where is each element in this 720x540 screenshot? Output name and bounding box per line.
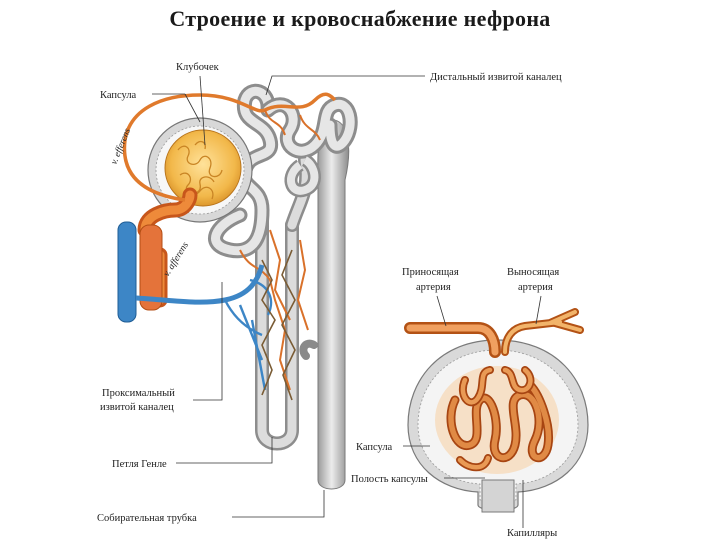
glomerulus: [165, 130, 241, 206]
label-capsule-right: Капсула: [356, 442, 393, 453]
label-proximal-line2: извитой каналец: [100, 402, 174, 413]
label-loop-henle: Петля Генле: [112, 459, 167, 470]
label-capsule-left: Капсула: [100, 90, 137, 101]
afferent-efferent-arteries: [410, 312, 580, 352]
tubule-outflow: [482, 480, 514, 512]
label-efferent-line1: Выносящая: [507, 267, 559, 278]
label-capillaries: Капилляры: [507, 528, 557, 539]
label-v-efferens: v. efferens: [109, 127, 134, 167]
label-distal-tubule: Дистальный извитой каналец: [430, 72, 562, 83]
label-proximal-line1: Проксимальный: [102, 388, 175, 399]
glomerulus-detail: Приносящая артерия Выносящая артерия Кап…: [351, 267, 588, 539]
label-glomerulus: Клубочек: [176, 62, 220, 73]
label-afferent-line2: артерия: [416, 282, 451, 293]
capillary-tuft: [435, 366, 559, 474]
label-afferent-line1: Приносящая: [402, 267, 459, 278]
label-collecting-duct: Собирательная трубка: [97, 513, 197, 524]
label-efferent-line2: артерия: [518, 282, 553, 293]
label-capsule-cavity: Полость капсулы: [351, 474, 428, 485]
